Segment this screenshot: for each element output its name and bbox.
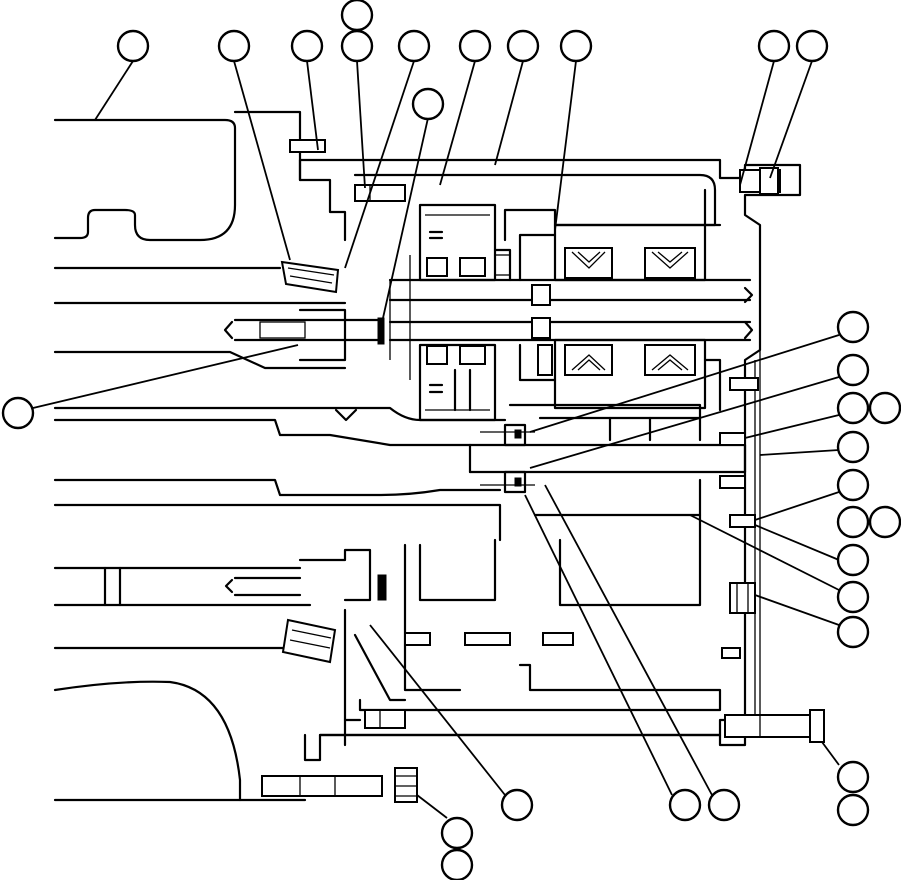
callout-balloon — [506, 29, 540, 63]
callout-balloon — [868, 391, 901, 425]
upper-shaft-housing — [53, 110, 347, 370]
callout-balloon — [836, 353, 870, 387]
callout-balloon — [458, 29, 492, 63]
callout-balloon — [836, 505, 870, 539]
callout-balloon — [836, 793, 870, 827]
bottom-fasteners — [261, 582, 825, 803]
callout-balloon — [500, 788, 534, 822]
callout-balloon — [340, 0, 374, 32]
callout-balloon — [1, 396, 35, 430]
callout-balloon — [440, 848, 474, 880]
callout-balloon — [836, 468, 870, 502]
callout-balloon — [668, 788, 702, 822]
callout-balloon — [795, 29, 829, 63]
output-bearing-assembly — [518, 188, 722, 412]
callout-balloon — [116, 29, 150, 63]
callout-balloon — [836, 760, 870, 794]
callout-balloon — [340, 29, 374, 63]
callout-balloon — [836, 543, 870, 577]
callout-balloon — [836, 580, 870, 614]
callout-balloon — [868, 505, 901, 539]
intermediate-shaft — [53, 377, 759, 607]
callout-balloon — [757, 29, 791, 63]
callout-balloon — [836, 310, 870, 344]
clutch-pack — [418, 203, 512, 422]
callout-balloon — [836, 430, 870, 464]
callout-balloon — [440, 816, 474, 850]
leader-lines — [32, 60, 840, 819]
callout-balloon — [290, 29, 324, 63]
callout-balloon — [411, 87, 445, 121]
callout-balloon — [836, 615, 870, 649]
callout-balloon — [836, 391, 870, 425]
callout-balloon — [397, 29, 431, 63]
callout-balloon — [707, 788, 741, 822]
callout-balloon — [559, 29, 593, 63]
callout-balloon — [217, 29, 251, 63]
lower-shaft-housing — [53, 548, 407, 802]
